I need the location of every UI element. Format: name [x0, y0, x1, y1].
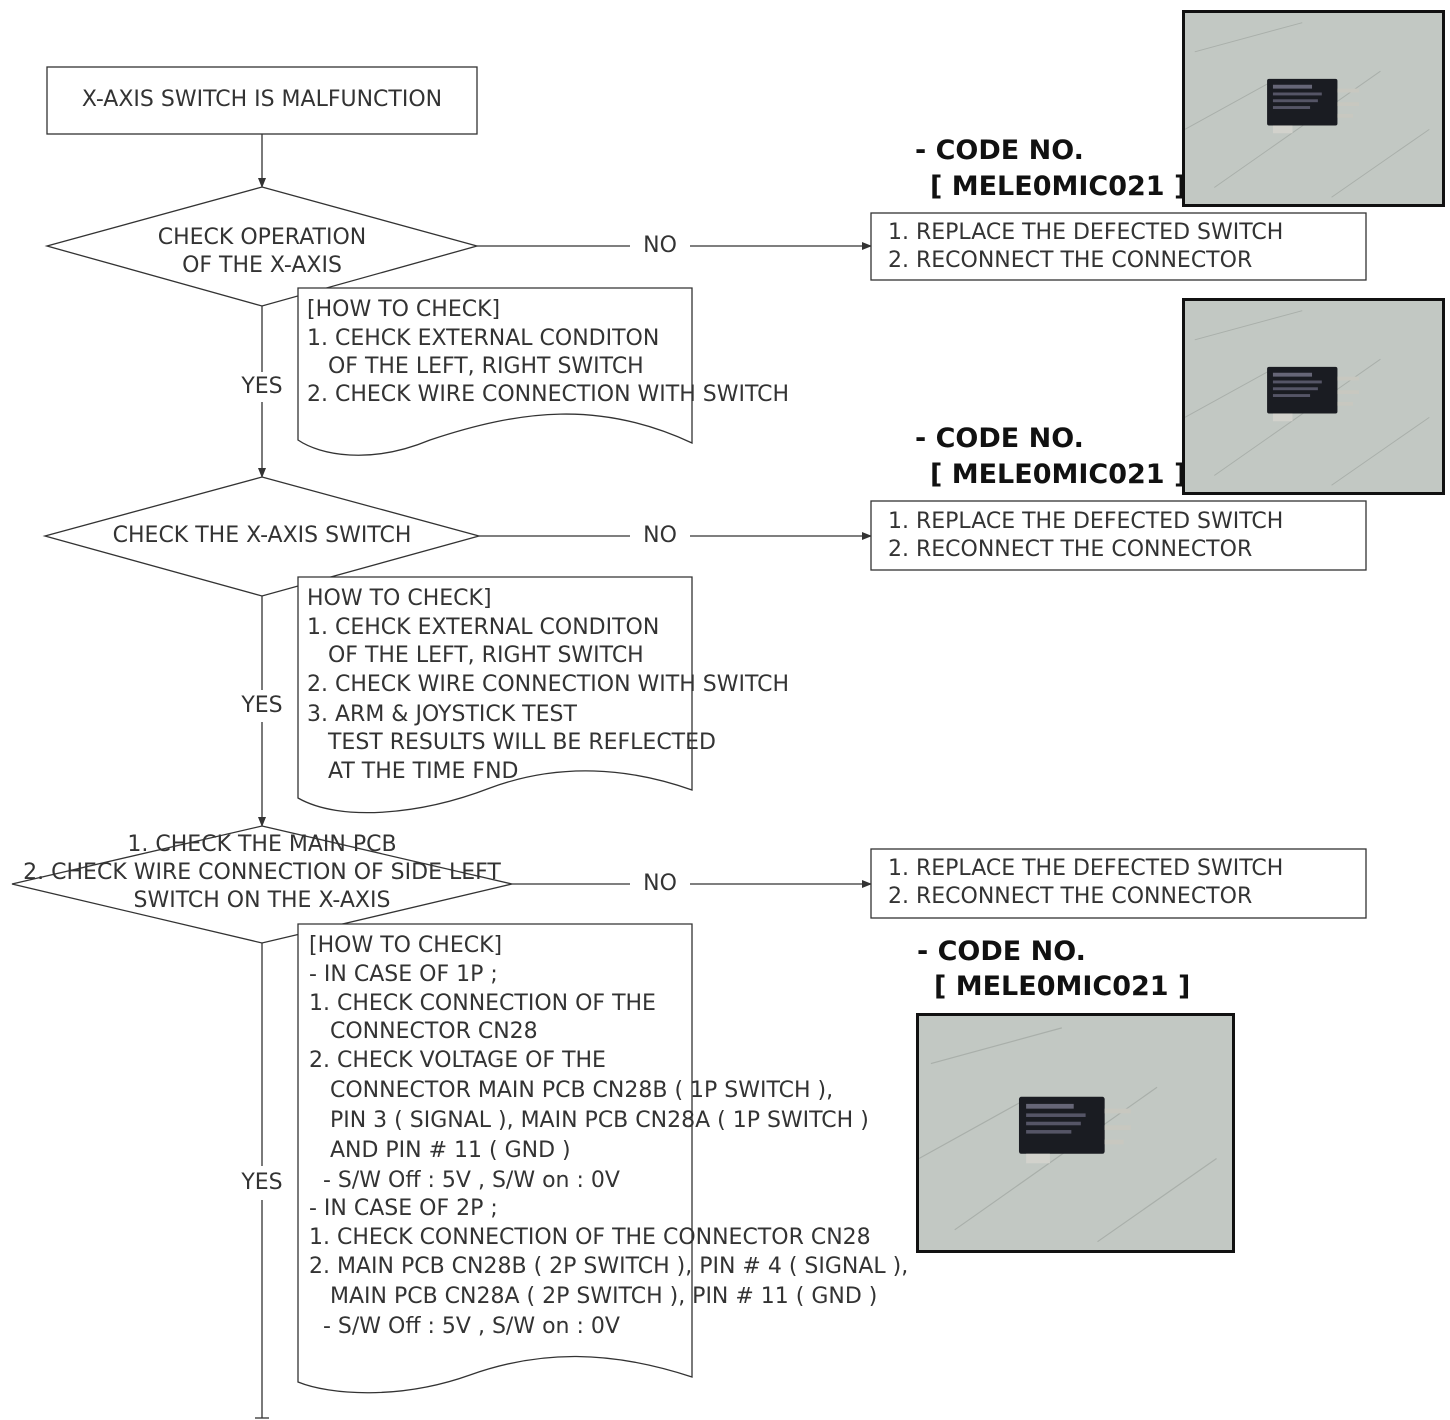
- note-3-line: [HOW TO CHECK]: [309, 933, 503, 958]
- decision-2-yes-label: YES: [232, 692, 292, 720]
- note-2-shape: [297, 576, 693, 814]
- decision-3-yes-label: YES: [232, 1169, 292, 1197]
- code-1-number: [ MELE0MIC021 ]: [930, 171, 1187, 202]
- action-box-2: [870, 500, 1367, 571]
- switch-photo-3: [916, 1013, 1235, 1253]
- note-3-line: CONNECTOR MAIN PCB CN28B ( 1P SWITCH ),: [309, 1078, 834, 1103]
- note-2-line: 3. ARM & JOYSTICK TEST: [307, 702, 577, 727]
- action-2-line-2: 2. RECONNECT THE CONNECTOR: [888, 537, 1253, 562]
- note-3-line: 2. MAIN PCB CN28B ( 2P SWITCH ), PIN # 4…: [309, 1254, 909, 1279]
- code-1-title: - CODE NO.: [915, 135, 1084, 166]
- action-1-line-2: 2. RECONNECT THE CONNECTOR: [888, 248, 1253, 273]
- action-3-line-2: 2. RECONNECT THE CONNECTOR: [888, 884, 1253, 909]
- code-2-number: [ MELE0MIC021 ]: [930, 459, 1187, 490]
- note-2-line: AT THE TIME FND: [307, 759, 519, 784]
- note-1-shape: [297, 287, 693, 456]
- action-box-3: [870, 848, 1367, 919]
- note-3-line: 1. CHECK CONNECTION OF THE: [309, 991, 656, 1016]
- note-3-line: CONNECTOR CN28: [309, 1019, 538, 1044]
- decision-1-line-2: OF THE X-AXIS: [182, 253, 342, 278]
- switch-photo-2: [1182, 298, 1445, 495]
- microswitch-image: [919, 1016, 1232, 1250]
- note-1-line: 2. CHECK WIRE CONNECTION WITH SWITCH: [307, 382, 790, 407]
- note-3-line: AND PIN # 11 ( GND ): [309, 1138, 571, 1163]
- note-3-line: 1. CHECK CONNECTION OF THE CONNECTOR CN2…: [309, 1225, 871, 1250]
- start-label: X-AXIS SWITCH IS MALFUNCTION: [81, 87, 443, 112]
- note-1-line: [HOW TO CHECK]: [307, 297, 501, 322]
- microswitch-image: [1185, 301, 1442, 492]
- decision-2-no-label: NO: [630, 522, 690, 550]
- note-2-line: TEST RESULTS WILL BE REFLECTED: [307, 730, 716, 755]
- note-3-shape: [297, 923, 693, 1394]
- note-3-line: - IN CASE OF 2P ;: [309, 1196, 498, 1221]
- note-2-line: HOW TO CHECK]: [307, 586, 492, 611]
- code-3-number: [ MELE0MIC021 ]: [934, 971, 1191, 1002]
- decision-2-line-1: CHECK THE X-AXIS SWITCH: [112, 523, 412, 548]
- note-1-line: OF THE LEFT, RIGHT SWITCH: [307, 354, 644, 379]
- note-3-line: - S/W Off : 5V , S/W on : 0V: [309, 1168, 620, 1193]
- note-2-line: OF THE LEFT, RIGHT SWITCH: [307, 643, 644, 668]
- microswitch-image: [1185, 13, 1442, 204]
- note-2-line: 1. CEHCK EXTERNAL CONDITON: [307, 615, 660, 640]
- action-2-line-1: 1. REPLACE THE DEFECTED SWITCH: [888, 509, 1284, 534]
- note-3-line: 2. CHECK VOLTAGE OF THE: [309, 1048, 606, 1073]
- switch-photo-1: [1182, 10, 1445, 207]
- decision-3-no-label: NO: [630, 870, 690, 898]
- decision-3-line-1: 1. CHECK THE MAIN PCB: [127, 832, 397, 857]
- code-2-title: - CODE NO.: [915, 423, 1084, 454]
- decision-1-yes-label: YES: [232, 373, 292, 401]
- note-2-line: 2. CHECK WIRE CONNECTION WITH SWITCH: [307, 672, 790, 697]
- decision-1-no-label: NO: [630, 232, 690, 260]
- note-3-line: MAIN PCB CN28A ( 2P SWITCH ), PIN # 11 (…: [309, 1284, 878, 1309]
- decision-3-line-2: 2. CHECK WIRE CONNECTION OF SIDE LEFT: [23, 860, 501, 885]
- note-3-line: - IN CASE OF 1P ;: [309, 962, 498, 987]
- action-box-1: [870, 212, 1367, 281]
- note-1-line: 1. CEHCK EXTERNAL CONDITON: [307, 326, 660, 351]
- action-3-line-1: 1. REPLACE THE DEFECTED SWITCH: [888, 856, 1284, 881]
- note-3-line: - S/W Off : 5V , S/W on : 0V: [309, 1314, 620, 1339]
- code-3-title: - CODE NO.: [917, 936, 1086, 967]
- note-3-line: PIN 3 ( SIGNAL ), MAIN PCB CN28A ( 1P SW…: [309, 1108, 869, 1133]
- decision-1-line-1: CHECK OPERATION: [157, 225, 367, 250]
- action-1-line-1: 1. REPLACE THE DEFECTED SWITCH: [888, 220, 1284, 245]
- decision-3-line-3: SWITCH ON THE X-AXIS: [133, 888, 391, 913]
- start-box: [46, 66, 478, 135]
